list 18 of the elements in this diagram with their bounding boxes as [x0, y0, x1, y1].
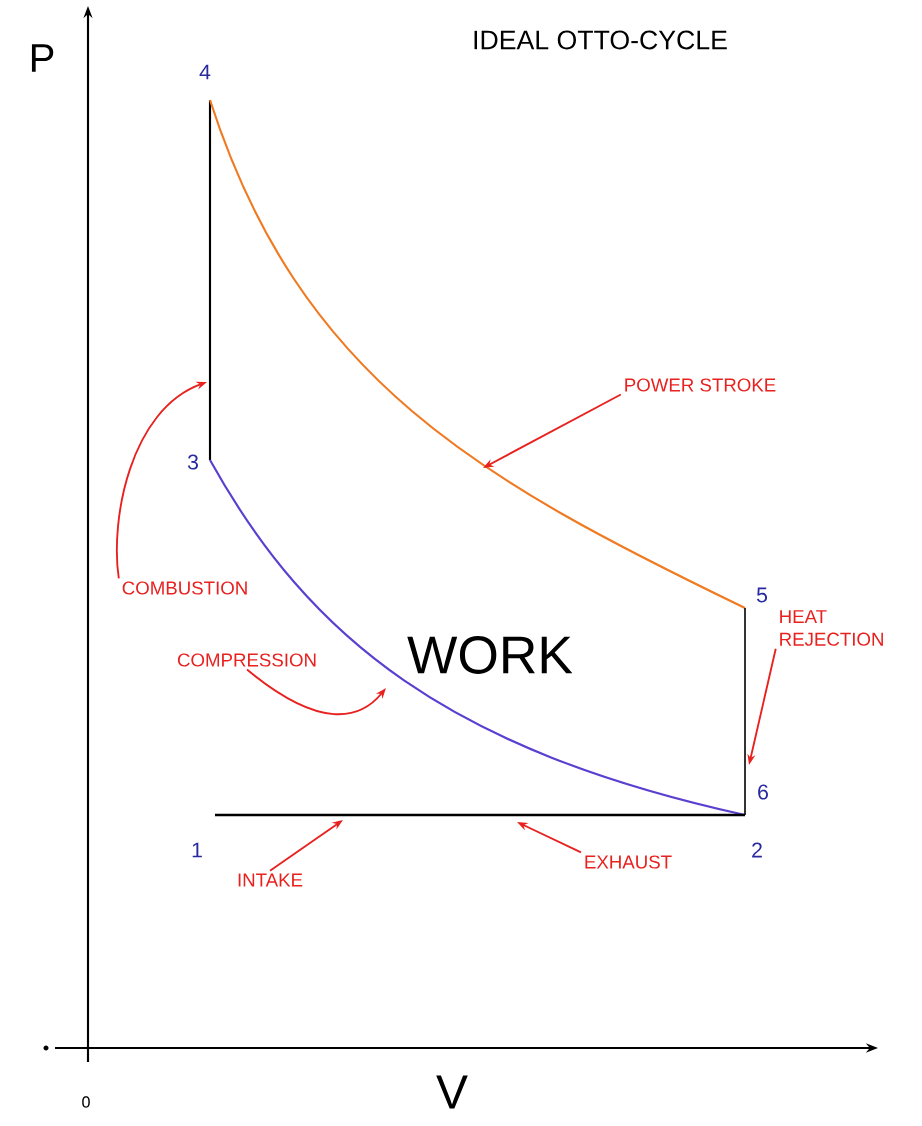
annotation-text: INTAKE [238, 873, 303, 887]
annotation-text: HEAT REJECTION [780, 610, 883, 646]
point-number: 5 [756, 587, 768, 603]
point-number: 3 [187, 454, 198, 470]
point-number: 4 [199, 64, 211, 80]
axis-label: V [436, 1075, 468, 1109]
annotation-text: COMPRESSION [177, 653, 316, 667]
leader-arrow [246, 668, 386, 715]
title: IDEAL OTTO-CYCLE [474, 30, 727, 50]
point-number: 6 [758, 784, 768, 800]
area-label: WORK [407, 636, 573, 674]
point-number: 2 [752, 842, 762, 858]
annotation-text: EXHAUST [585, 855, 672, 869]
annotation-text: POWER STROKE [625, 378, 776, 392]
axis-label: P [31, 44, 54, 72]
origin-label: 0 [82, 1096, 90, 1108]
annotation-text: COMBUSTION [122, 581, 247, 595]
point-number: 1 [192, 842, 202, 858]
